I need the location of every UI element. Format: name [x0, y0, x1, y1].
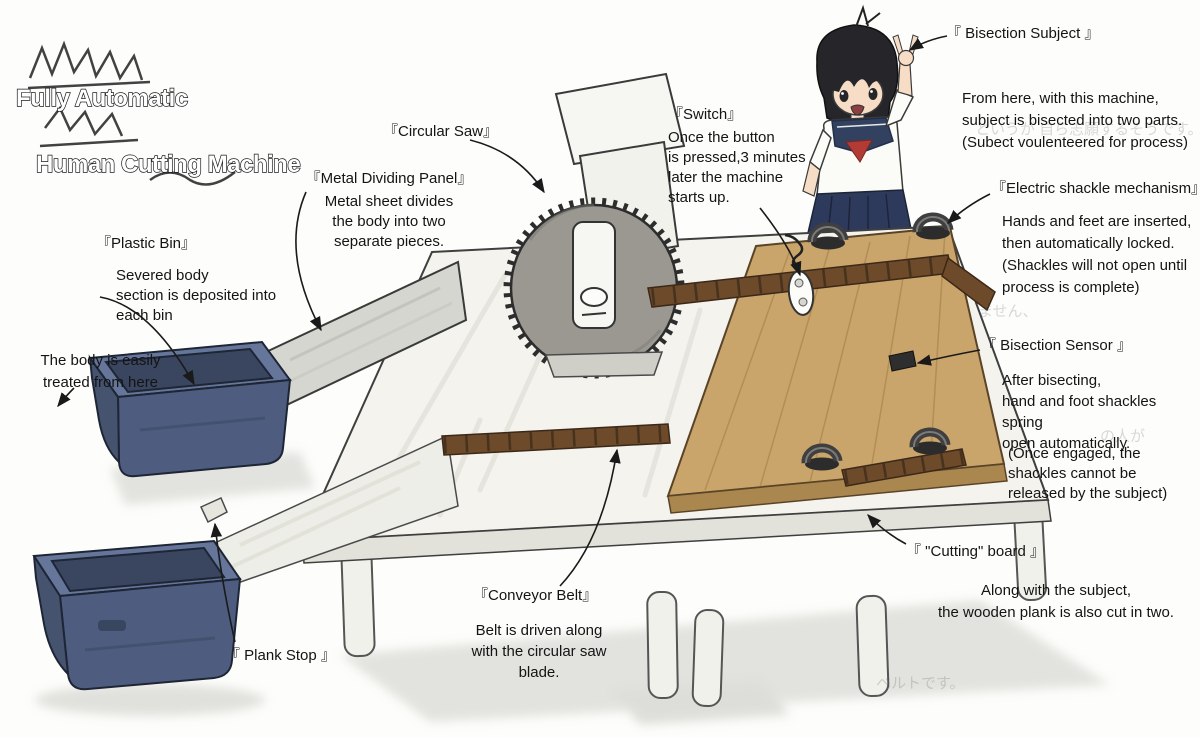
- body2-plastic-bin: The body is easily treated from here: [40, 352, 161, 391]
- label-conveyor-belt: 『Conveyor Belt』: [473, 587, 598, 604]
- label-cutting-board: 『 "Cutting" board 』: [906, 543, 1046, 560]
- leader-bisection-sensor: [916, 349, 981, 366]
- bin-handle-notch: [98, 620, 126, 631]
- label-circular-saw: 『Circular Saw』: [383, 123, 499, 140]
- ghost-text-jp-3: の人が: [1100, 428, 1146, 445]
- girl-bisection-subject: [802, 4, 919, 239]
- leader-lines: [57, 35, 991, 643]
- ghost-text-jp-4: ベルトです。: [876, 675, 965, 692]
- shackle-bottom-right: [909, 427, 951, 455]
- leader-switch: [759, 207, 802, 277]
- body-plastic-bin: Severed body section is deposited into e…: [116, 267, 277, 324]
- shackle-top-left: [807, 222, 849, 250]
- label-electric-shackle-mechanism: 『Electric shackle mechanism』: [991, 180, 1200, 197]
- plank-stop-tab: [199, 497, 228, 524]
- body-bisection-subject: From here, with this machine, subject is…: [962, 90, 1188, 151]
- leader-conveyor-belt: [559, 448, 621, 587]
- shackle-bottom-left: [801, 443, 843, 471]
- title-block: Fully Automatic Human Cutting Machine: [15, 40, 302, 186]
- ghost-text-jp-2: ません、: [978, 303, 1038, 320]
- switch-button-top: [794, 278, 804, 288]
- table-legs: [340, 498, 1047, 708]
- leader-metal-panel: [295, 191, 322, 332]
- girl-left-forearm: [802, 160, 821, 197]
- switch-button-bottom: [798, 297, 808, 307]
- label-switch: 『Switch』: [668, 106, 743, 123]
- label-plank-stop: 『 Plank Stop 』: [225, 647, 336, 664]
- girl-mouth: [850, 104, 865, 116]
- saw-base: [544, 351, 664, 378]
- girl-bangs: [831, 59, 886, 92]
- shackles: [801, 212, 954, 471]
- body-conveyor-belt: Belt is driven along with the circular s…: [471, 622, 607, 681]
- body-metal-dividing-panel: Metal sheet divides the body into two se…: [324, 193, 454, 250]
- annotation-metal-dividing-panel: 『Metal Dividing Panel』 Metal sheet divid…: [300, 167, 478, 252]
- bisection-sensor-slot: [888, 350, 917, 372]
- body-cutting-board: Along with the subject, the wooden plank…: [938, 582, 1174, 621]
- label-bisection-sensor: 『 Bisection Sensor 』: [981, 337, 1132, 354]
- girl-scarf: [845, 139, 873, 163]
- title-scribble: [27, 40, 236, 186]
- discharge-chute: [191, 434, 459, 593]
- saw-housing-hole: [580, 287, 608, 307]
- lower-bin: [32, 539, 242, 691]
- leader-bin-lower: [57, 387, 75, 408]
- girl-ahoge: [855, 4, 881, 28]
- label-bisection-subject: 『 Bisection Subject 』: [946, 25, 1100, 42]
- belt-strap-hanging: [941, 256, 996, 312]
- body-electric-shackle-mechanism: Hands and feet are inserted, then automa…: [1002, 213, 1192, 296]
- body-switch: Once the button is pressed,3 minutes lat…: [668, 129, 806, 206]
- body2-bisection-sensor: (Once engaged, the shackles cannot be re…: [1008, 445, 1168, 502]
- leader-bin-upper: [99, 296, 195, 386]
- plastic-bins: [32, 340, 292, 691]
- girl-hand: [897, 49, 915, 67]
- conveyor-belt-lower: [441, 423, 671, 456]
- label-plastic-bin: 『Plastic Bin』: [96, 235, 197, 252]
- girl-raised-sleeve: [884, 88, 915, 128]
- title-line-1: Fully Automatic: [16, 85, 188, 112]
- saw-housing: [572, 221, 616, 329]
- saw-arm-upper: [554, 72, 686, 166]
- ghost-text-jp-1: というが 自ら志願するそうです。: [975, 121, 1200, 138]
- body-bisection-sensor: After bisecting, hand and foot shackles …: [1002, 372, 1157, 452]
- circular-saw: [503, 72, 686, 379]
- shackle-top-right: [912, 212, 954, 240]
- leader-cutting-board: [867, 513, 907, 545]
- label-metal-dividing-panel: 『Metal Dividing Panel』: [305, 170, 473, 187]
- girl-raised-forearm: [897, 61, 913, 97]
- title-line-2: Human Cutting Machine: [36, 151, 300, 178]
- leader-plank-stop: [210, 522, 236, 643]
- leader-bisection-subject: [908, 35, 948, 51]
- annotation-switch: 『Switch』 Once the button is pressed,3 mi…: [668, 103, 806, 208]
- leader-shackle-mechanism: [946, 193, 991, 224]
- girl-eye-right: [868, 88, 878, 100]
- girl-finger-2: [908, 34, 919, 55]
- leader-circular-saw: [469, 139, 545, 194]
- girl-eye-left: [839, 90, 849, 102]
